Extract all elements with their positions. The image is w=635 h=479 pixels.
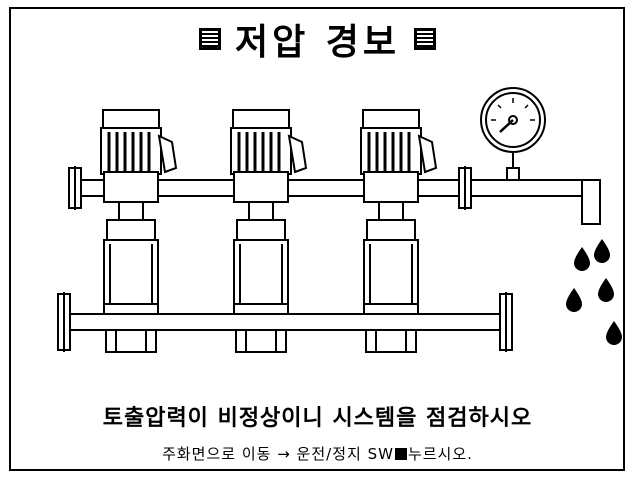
pump-base — [235, 329, 287, 353]
solid-square-icon — [394, 448, 407, 460]
pump-unit-3 — [360, 109, 438, 353]
pump-unit-1 — [100, 109, 178, 353]
pump-coupling — [103, 171, 159, 203]
alarm-instruction: 주화면으로 이동 → 운전/정지 SW 누르시오. — [0, 443, 635, 464]
pump-motor — [100, 127, 162, 175]
water-drop-icon — [566, 239, 622, 345]
discharge-header-pipe — [68, 166, 601, 225]
pump-coupling — [363, 171, 419, 203]
motor-terminal-box — [417, 134, 438, 174]
pump-motor — [230, 127, 292, 175]
pump-unit-2 — [230, 109, 308, 353]
instruction-text: 주화면으로 이동 → 운전/정지 SW — [162, 445, 394, 463]
pump-body — [363, 239, 419, 313]
hatched-square-icon — [414, 28, 436, 50]
pump-base — [105, 329, 157, 353]
pump-body — [103, 239, 159, 313]
pump-base — [365, 329, 417, 353]
pressure-gauge-icon — [480, 87, 546, 181]
alarm-message: 토출압력이 비정상이니 시스템을 점검하시오 — [102, 406, 533, 431]
alarm-header: 저압 경보 — [0, 14, 635, 64]
hatched-square-icon — [198, 28, 221, 50]
motor-terminal-box — [287, 134, 308, 174]
motor-terminal-box — [157, 134, 178, 174]
instruction-text-end: 누르시오. — [407, 445, 473, 463]
pump-coupling — [233, 171, 289, 203]
suction-header-pipe — [57, 292, 513, 352]
alarm-title: 저압 경보 — [234, 22, 400, 63]
pump-body — [233, 239, 289, 313]
